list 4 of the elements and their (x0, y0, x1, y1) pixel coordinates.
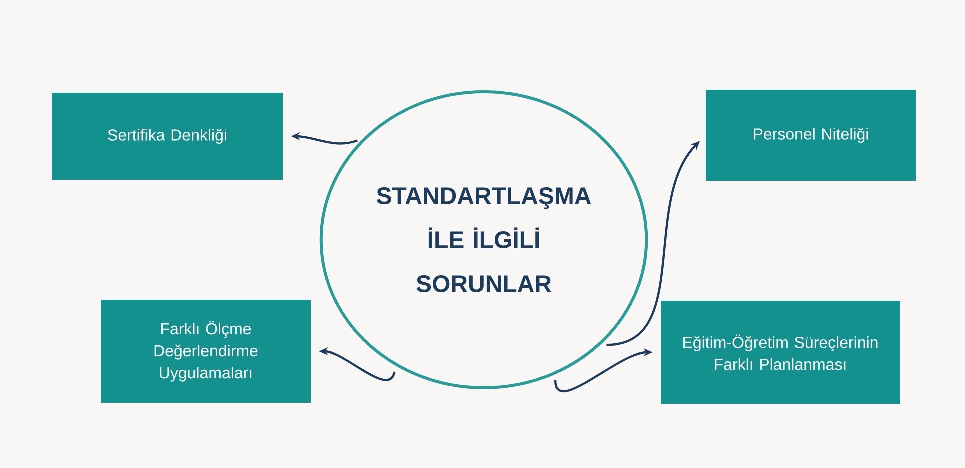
topic-box: Sertifika Denkliği (52, 93, 283, 180)
topic-box: Eğitim-Öğretim Süreçlerinin Farklı Planlanması (661, 301, 900, 404)
topic-box: Farklı Ölçme Değerlendirme Uygulamaları (101, 300, 311, 403)
topic-box: Personel Niteliği (706, 90, 916, 181)
